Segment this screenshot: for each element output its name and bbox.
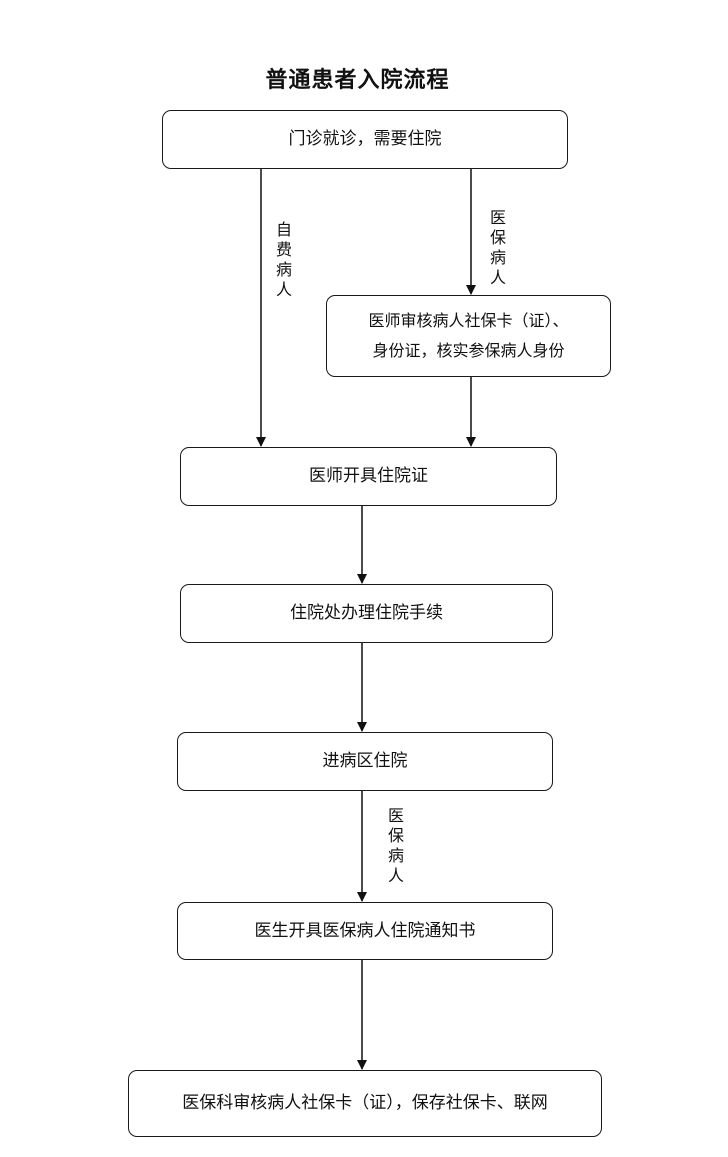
step-insurance-review: 医保科审核病人社保卡（证），保存社保卡、联网 (128, 1070, 602, 1137)
step-verify-line-1: 医师审核病人社保卡（证）、 (368, 311, 569, 330)
step-verify-insurance: 医师审核病人社保卡（证）、 身份证，核实参保病人身份 (326, 295, 611, 377)
label-insured-branch: 医保病人 (489, 208, 506, 287)
step-issue-certificate: 医师开具住院证 (180, 447, 557, 506)
label-self-pay: 自费病人 (275, 220, 292, 299)
step-enter-ward-text: 进病区住院 (322, 751, 408, 771)
page-title: 普通患者入院流程 (265, 67, 450, 93)
label-insured-notice: 医保病人 (387, 806, 404, 885)
step-outpatient-text: 门诊就诊，需要住院 (288, 129, 442, 149)
step-insurance-review-text: 医保科审核病人社保卡（证），保存社保卡、联网 (182, 1093, 548, 1113)
step-verify-line-2: 身份证，核实参保病人身份 (372, 341, 565, 360)
step-admission-procedure: 住院处办理住院手续 (180, 584, 553, 643)
step-insurance-notice-text: 医生开具医保病人住院通知书 (254, 920, 476, 941)
step-outpatient: 门诊就诊，需要住院 (162, 110, 568, 169)
step-admission-procedure-text: 住院处办理住院手续 (290, 603, 443, 623)
step-insurance-notice: 医生开具医保病人住院通知书 (177, 902, 553, 960)
step-issue-certificate-text: 医师开具住院证 (309, 466, 428, 486)
step-enter-ward: 进病区住院 (177, 732, 553, 791)
